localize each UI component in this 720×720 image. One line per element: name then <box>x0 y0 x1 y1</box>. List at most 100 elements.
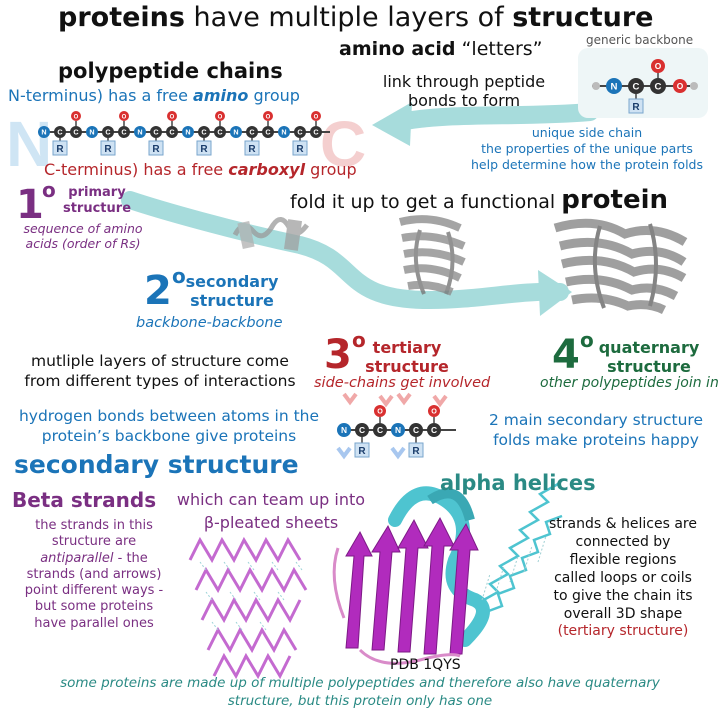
chain-oxygen-atom-label: O <box>122 114 127 120</box>
chain-side-chain-box-label: R <box>296 144 304 155</box>
chain-alpha-carbon-atom-label: C <box>249 128 254 137</box>
chain-carbonyl-carbon-atom <box>262 126 274 138</box>
chain-nitrogen-atom <box>38 126 50 138</box>
primary-degree: o <box>42 178 56 202</box>
chain-alpha-carbon-atom-label: C <box>57 128 62 137</box>
quaternary-number: 4 <box>552 332 580 378</box>
hbond-nitrogen-atom-label: N <box>341 425 347 435</box>
hbond-donor-arrow <box>390 446 406 460</box>
chain-oxygen-atom <box>71 111 81 121</box>
fold-arrow-top <box>391 103 599 131</box>
chain-alpha-carbon-atom <box>198 126 210 138</box>
protein-cartoon <box>332 486 490 665</box>
beta-sheet-hbonds <box>199 561 303 631</box>
chain-nitrogen-atom <box>182 126 194 138</box>
chain-carbonyl-carbon-atom <box>118 126 130 138</box>
secondary-description: backbone-backbone <box>136 315 283 331</box>
hbond-oxygen-atom-label: O <box>377 407 383 416</box>
backbone-oxygen-atom <box>651 59 665 73</box>
hbond-attraction-arrow <box>378 394 394 408</box>
backbone-hydroxyl-hydrogen-atom <box>690 82 698 90</box>
chain-carbonyl-carbon-atom <box>310 126 322 138</box>
quaternary-description: other polypeptides join in <box>540 375 719 391</box>
chain-side-chain-box-label: R <box>104 144 112 155</box>
hbond-nitrogen-atom-label: N <box>395 425 401 435</box>
tertiary-degree: o <box>352 328 366 352</box>
chain-nitrogen-atom <box>278 126 290 138</box>
side-chain-note: unique side chain the properties of the … <box>471 125 703 173</box>
title-proteins: proteins <box>58 2 185 33</box>
chain-alpha-carbon-atom <box>246 126 258 138</box>
backbone-alpha-carbon-atom <box>628 78 644 94</box>
tertiary-structure-paren: (tertiary structure) <box>557 623 689 640</box>
fold-arrow-bottom <box>121 191 569 310</box>
hbond-side-chain-box-label: R <box>412 446 420 457</box>
hbond-carbon-atom <box>409 423 423 437</box>
chain-alpha-carbon-atom <box>102 126 114 138</box>
chain-side-chain-box-label: R <box>56 144 64 155</box>
chain-alpha-carbon-atom-label: C <box>201 128 206 137</box>
backbone-nitrogen-atom <box>606 78 622 94</box>
chain-carbonyl-carbon-atom-label: C <box>217 128 222 137</box>
chain-alpha-carbon-atom-label: C <box>105 128 110 137</box>
loops-description: strands & helices are connected by flexi… <box>528 516 718 641</box>
secondary-number: 2 <box>144 268 172 314</box>
chain-carbonyl-carbon-atom-label: C <box>265 128 270 137</box>
fold-arrowhead-right <box>538 270 572 316</box>
hbond-donor-arrow <box>336 446 352 460</box>
hbond-carbon-atom-label: C <box>359 425 365 435</box>
hbond-carbon-atom-label: C <box>413 425 419 435</box>
chain-oxygen-atom <box>119 111 129 121</box>
chain-nitrogen-atom-label: N <box>41 128 46 137</box>
hbond-carbon-atom <box>373 423 387 437</box>
backbone-hydroxyl-oxygen-atom <box>673 79 687 93</box>
strands-description: the strands in this structure are antipa… <box>24 518 164 631</box>
backbone-hydroxyl-oxygen-atom-label: O <box>677 81 684 91</box>
generic-backbone-label: generic backbone <box>586 33 694 47</box>
hbond-side-chain-box-label: R <box>358 446 366 457</box>
hbond-carbon-atom-label: C <box>377 425 383 435</box>
chain-side-chain-box-label: R <box>248 144 256 155</box>
chain-oxygen-atom-label: O <box>266 114 271 120</box>
n-terminus-note: N-terminus) has a free amino group <box>8 86 300 105</box>
hbond-attraction-arrow <box>396 392 412 406</box>
chain-nitrogen-atom-label: N <box>281 128 286 137</box>
backbone-carbonyl-carbon-atom <box>650 78 666 94</box>
primary-number: 1 <box>16 182 44 228</box>
quaternary-degree: o <box>580 328 594 352</box>
chain-side-chain-box <box>244 140 260 156</box>
hbond-oxygen-atom-label: O <box>431 407 437 416</box>
secondary-fold-sketch <box>398 215 466 296</box>
chain-oxygen-atom-label: O <box>170 114 175 120</box>
amino-acid-letters: amino acid “letters” <box>339 38 543 60</box>
chain-carbonyl-carbon-atom <box>214 126 226 138</box>
secondary-structure-heading: secondary structure <box>14 450 299 479</box>
primary-fold-sketch <box>232 217 309 251</box>
chain-alpha-carbon-atom <box>294 126 306 138</box>
chain-oxygen-atom <box>263 111 273 121</box>
chain-carbonyl-carbon-atom <box>166 126 178 138</box>
beta-strands-heading: Beta strands <box>12 488 157 512</box>
backbone-hydrogen-atom <box>592 82 600 90</box>
alpha-helix-stick-model <box>479 482 563 614</box>
c-terminus-note: C-terminus) has a free carboxyl group <box>44 160 357 179</box>
backbone-oxygen-atom-label: O <box>655 61 662 71</box>
pdb-label: PDB 1QYS <box>390 657 461 673</box>
hbond-carbon-atom <box>355 423 369 437</box>
title-middle: have multiple layers of <box>184 2 513 33</box>
tertiary-number: 3 <box>324 332 352 378</box>
chain-alpha-carbon-atom <box>150 126 162 138</box>
chain-oxygen-atom-label: O <box>218 114 223 120</box>
backbone-carbonyl-carbon-atom-label: C <box>655 82 662 93</box>
fold-arrowhead-left <box>372 102 412 146</box>
